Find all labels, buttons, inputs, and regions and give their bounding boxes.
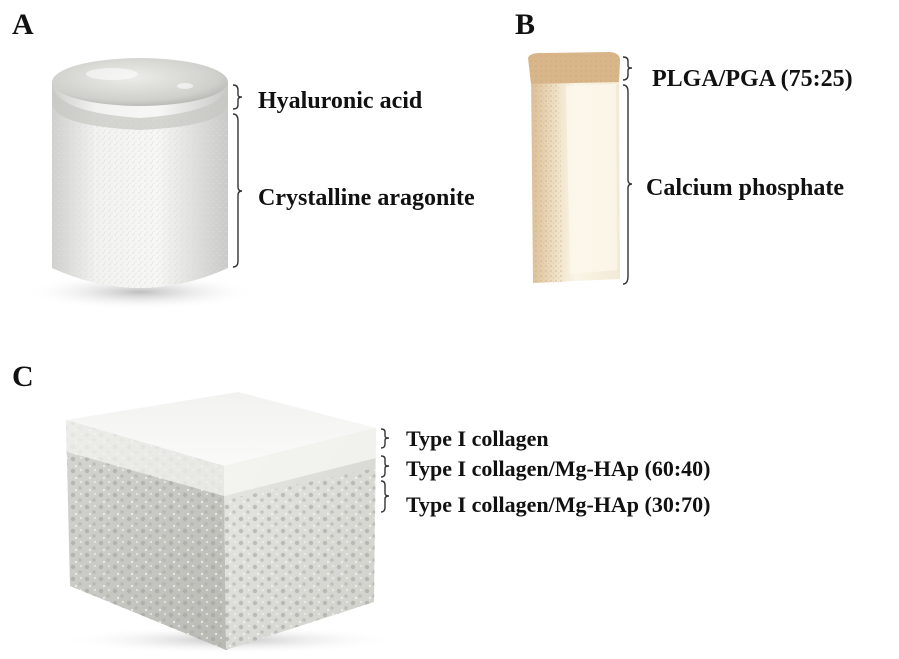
bracket-collagen-mghap-30-70 — [380, 480, 390, 513]
panel-letter-a: A — [12, 8, 34, 41]
bracket-plga-pga — [622, 56, 633, 81]
label-crystalline-aragonite: Crystalline aragonite — [258, 185, 475, 211]
label-type-i-collagen: Type I collagen — [406, 426, 549, 451]
bracket-crystalline-aragonite — [232, 113, 243, 268]
panel-letter-b: B — [515, 8, 536, 41]
panel-letter-c: C — [12, 360, 34, 393]
bracket-hyaluronic-acid — [232, 84, 243, 110]
bracket-collagen-mghap-60-40 — [380, 455, 390, 478]
label-collagen-mghap-60-40: Type I collagen/Mg-HAp (60:40) — [406, 456, 711, 481]
bracket-type-i-collagen — [380, 428, 390, 449]
label-calcium-phosphate: Calcium phosphate — [646, 175, 845, 201]
label-plga-pga: PLGA/PGA (75:25) — [652, 66, 853, 92]
label-hyaluronic-acid: Hyaluronic acid — [258, 88, 423, 114]
label-collagen-mghap-30-70: Type I collagen/Mg-HAp (30:70) — [406, 492, 711, 517]
bracket-calcium-phosphate — [622, 84, 633, 285]
